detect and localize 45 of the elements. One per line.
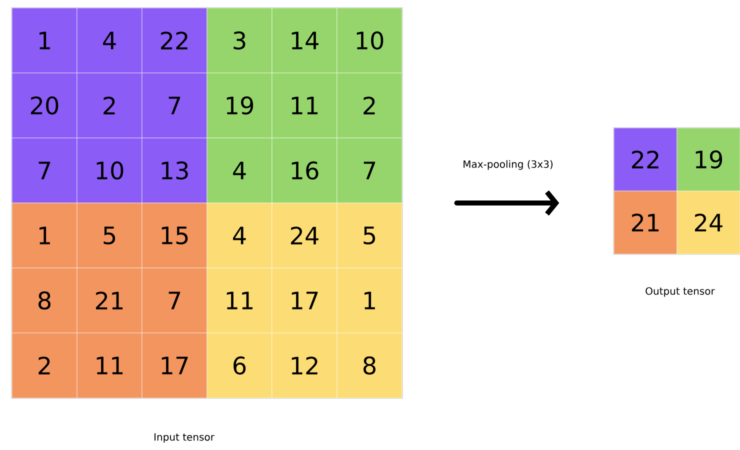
grid-cell: 7 bbox=[142, 268, 208, 334]
grid-cell: 17 bbox=[272, 268, 338, 334]
grid-cell: 4 bbox=[206, 202, 272, 268]
grid-cell: 21 bbox=[76, 268, 142, 334]
grid-cell: 21 bbox=[614, 190, 678, 254]
grid-cell: 1 bbox=[12, 202, 78, 268]
grid-cell: 13 bbox=[142, 138, 208, 204]
grid-cell: 6 bbox=[206, 332, 272, 398]
grid-cell: 15 bbox=[142, 202, 208, 268]
grid-cell: 4 bbox=[206, 138, 272, 204]
node-label: Output tensor bbox=[646, 287, 715, 297]
grid-cell: 8 bbox=[336, 332, 402, 398]
grid-cell: 7 bbox=[12, 138, 78, 204]
grid-cell: 11 bbox=[272, 72, 338, 138]
grid-cell: 19 bbox=[206, 72, 272, 138]
grid-cell: 5 bbox=[76, 202, 142, 268]
grid-cell: 2 bbox=[76, 72, 142, 138]
grid-cell: 2 bbox=[336, 72, 402, 138]
grid-cell: 1 bbox=[336, 268, 402, 334]
grid-cell: 1 bbox=[12, 8, 78, 74]
grid-cell: 17 bbox=[142, 332, 208, 398]
grid-cell: 5 bbox=[336, 202, 402, 268]
grid-cell: 11 bbox=[76, 332, 142, 398]
grid-cell: 8 bbox=[12, 268, 78, 334]
grid-cell: 4 bbox=[76, 8, 142, 74]
grid-cell: 16 bbox=[272, 138, 338, 204]
grid-cell: 2 bbox=[12, 332, 78, 398]
edge-label: Max-pooling (3x3) bbox=[464, 160, 553, 170]
grid-cell: 19 bbox=[676, 128, 740, 192]
grid-cell: 3 bbox=[206, 8, 272, 74]
grid-cell: 10 bbox=[76, 138, 142, 204]
grid-cell: 10 bbox=[336, 8, 402, 74]
grid-cell: 14 bbox=[272, 8, 338, 74]
grid-cell: 22 bbox=[614, 128, 678, 192]
grid-cell: 24 bbox=[272, 202, 338, 268]
grid-box bbox=[11, 7, 403, 399]
node-label: Input tensor bbox=[154, 433, 214, 443]
grid-cell: 24 bbox=[676, 190, 740, 254]
grid-cell: 22 bbox=[142, 8, 208, 74]
grid-cell: 20 bbox=[12, 72, 78, 138]
grid-cell: 12 bbox=[272, 332, 338, 398]
grid-cell: 11 bbox=[206, 268, 272, 334]
grid-cell: 7 bbox=[336, 138, 402, 204]
arrow bbox=[454, 190, 560, 216]
grid-cell: 7 bbox=[142, 72, 208, 138]
